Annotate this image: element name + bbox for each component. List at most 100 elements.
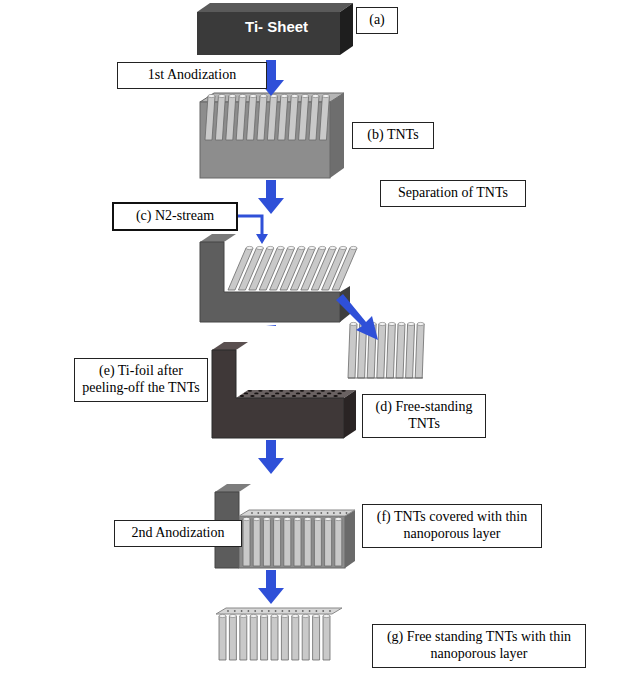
label-text: (c) N2-stream xyxy=(120,208,230,225)
pore-dot xyxy=(227,610,229,612)
nanotube xyxy=(332,248,357,290)
pore-dot xyxy=(251,512,253,514)
nanotube-opening xyxy=(350,322,357,325)
nanotube-opening xyxy=(218,94,225,97)
nanotube-opening xyxy=(271,614,278,617)
nanotube xyxy=(226,96,236,140)
nanotube xyxy=(335,519,342,566)
nanotube xyxy=(229,616,236,660)
nanotube-opening xyxy=(408,322,415,325)
illustration-shape xyxy=(200,242,340,322)
gas-stream-arrow xyxy=(238,216,268,244)
illustration-shape xyxy=(238,216,262,236)
dimple xyxy=(248,390,252,392)
pore-dot xyxy=(339,512,341,514)
nanotube-opening xyxy=(219,614,226,617)
nanotube xyxy=(313,616,320,660)
process-step-box: Separation of TNTs xyxy=(380,180,526,207)
gas-stream-box: (c) N2-stream xyxy=(112,202,238,231)
nanotube xyxy=(294,519,301,566)
nanotube-opening xyxy=(243,517,250,520)
pore-dot xyxy=(295,610,297,612)
nanotube-opening xyxy=(277,246,284,249)
nanotube xyxy=(348,324,357,378)
nanotube xyxy=(278,96,288,140)
nanotube xyxy=(250,616,257,660)
label-text: (d) Free-standing TNTs xyxy=(369,399,479,433)
label-text: 1st Anodization xyxy=(124,67,260,84)
nanotube-opening xyxy=(229,614,236,617)
illustration-shape xyxy=(197,3,353,12)
illustration-shape xyxy=(239,510,355,516)
dimple xyxy=(321,390,325,392)
label-text: Separation of TNTs xyxy=(387,185,519,202)
dimple xyxy=(302,395,306,397)
nanotube-opening xyxy=(267,246,274,249)
separation-block xyxy=(200,234,357,322)
nanotube-opening xyxy=(322,94,329,97)
step-label: (e) Ti-foil after peeling-off the TNTs xyxy=(74,358,208,402)
nanotube xyxy=(253,519,260,566)
nanotube xyxy=(271,616,278,660)
nanotube xyxy=(263,519,270,566)
label-text: (a) xyxy=(363,12,391,29)
nanotube-opening xyxy=(250,614,257,617)
process-arrow xyxy=(266,324,276,326)
pore-dot xyxy=(275,610,277,612)
nanotube-opening xyxy=(294,517,301,520)
label-text: (f) TNTs covered with thin nanoporous la… xyxy=(369,509,535,543)
illustration-shape xyxy=(336,294,378,340)
illustration-shape xyxy=(258,180,284,214)
label-text: 2nd Anodization xyxy=(121,525,235,542)
pore-dot xyxy=(257,512,259,514)
nanotube-opening xyxy=(263,517,270,520)
nanotube-opening xyxy=(246,246,253,249)
process-step-box: 1st Anodization xyxy=(117,62,267,89)
nanotube xyxy=(219,616,226,660)
pore-dot xyxy=(283,512,285,514)
pore-dot xyxy=(346,512,348,514)
pore-dot xyxy=(309,610,311,612)
tube-base xyxy=(348,378,423,379)
nanotube xyxy=(309,96,319,140)
illustration-shape xyxy=(266,324,276,326)
pore-dot xyxy=(316,610,318,612)
nanotube-opening xyxy=(261,614,268,617)
dimple xyxy=(317,393,321,395)
nanotube xyxy=(299,96,309,140)
nanotube xyxy=(257,96,267,140)
nanotube-opening xyxy=(208,94,215,97)
pore-dot xyxy=(234,610,236,612)
illustration-shape xyxy=(236,390,356,398)
dimple xyxy=(313,395,317,397)
nanotube xyxy=(261,616,268,660)
nanotube-opening xyxy=(302,614,309,617)
illustration-shape xyxy=(330,93,344,178)
illustration-shape xyxy=(239,516,345,568)
label-text: (e) Ti-foil after peeling-off the TNTs xyxy=(81,363,201,397)
nanotube-opening xyxy=(314,517,321,520)
dimple xyxy=(333,395,337,397)
nanotube xyxy=(302,616,309,660)
dimple xyxy=(285,393,289,395)
nanotube-opening xyxy=(379,322,386,325)
tnts-with-layer xyxy=(216,608,342,660)
dimple xyxy=(275,393,279,395)
nanotube-opening xyxy=(281,614,288,617)
nanotube-opening xyxy=(284,517,291,520)
illustration-shape xyxy=(258,440,284,474)
nanotube-opening xyxy=(291,94,298,97)
pore-dot xyxy=(288,610,290,612)
nanotube xyxy=(325,519,332,566)
step-label: (g) Free standing TNTs with thin nanopor… xyxy=(372,624,586,668)
nanotube-opening xyxy=(388,322,395,325)
nanotube-opening xyxy=(239,94,246,97)
pore-dot xyxy=(254,610,256,612)
pore-dot xyxy=(261,610,263,612)
illustration-shape xyxy=(212,350,344,438)
tnt-block xyxy=(200,93,344,178)
nanotube xyxy=(205,96,215,140)
nanotube-opening xyxy=(329,246,336,249)
nanotube-opening xyxy=(319,246,326,249)
